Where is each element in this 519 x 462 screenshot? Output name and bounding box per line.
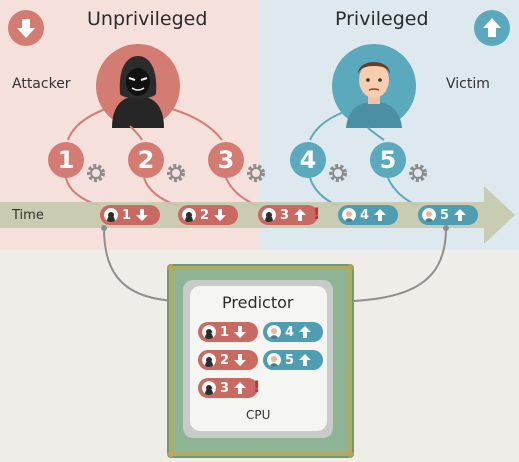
branch-number: 1 <box>220 324 230 340</box>
taken-up-arrow-icon <box>298 353 312 367</box>
attacker-face-icon <box>202 325 216 339</box>
branch-entry-5: 5 <box>418 205 478 225</box>
attacker-face-icon <box>262 208 276 222</box>
victim-face-icon <box>267 353 281 367</box>
branch-number: 4 <box>360 207 370 223</box>
gear-icon <box>167 164 185 182</box>
gear-icon <box>247 164 265 182</box>
attacker-label: Attacker <box>12 76 71 92</box>
taken-up-arrow-icon <box>293 208 307 222</box>
gear-icon <box>409 164 427 182</box>
branch-entry-2: 2 <box>178 205 238 225</box>
time-arrow <box>0 186 515 244</box>
branch-number: 3 <box>280 207 290 223</box>
branch-entry-2: 2 <box>198 350 258 370</box>
branch-entry-4: 4 <box>263 322 323 342</box>
branch-entry-4: 4 <box>338 205 398 225</box>
taken-up-arrow-icon <box>233 381 247 395</box>
attacker-avatar <box>96 44 180 128</box>
chip-pins <box>167 264 354 458</box>
victim-face-icon <box>267 325 281 339</box>
attacker-face-icon <box>182 208 196 222</box>
taken-up-arrow-icon <box>453 208 467 222</box>
step-3: 3 <box>208 142 244 178</box>
not-taken-down-arrow-icon <box>233 353 247 367</box>
down-arrow-icon <box>8 10 44 46</box>
victim-face-icon <box>422 208 436 222</box>
not-taken-down-arrow-icon <box>213 208 227 222</box>
not-taken-down-arrow-icon <box>233 325 247 339</box>
taken-up-arrow-icon <box>373 208 387 222</box>
step-1: 1 <box>48 142 84 178</box>
victim-face-icon <box>342 208 356 222</box>
victim-avatar <box>332 44 416 128</box>
up-arrow-icon <box>474 10 510 46</box>
step-5: 5 <box>370 142 406 178</box>
branch-entry-3: 3 <box>198 378 258 398</box>
taken-up-arrow-icon <box>298 325 312 339</box>
branch-entry-5: 5 <box>263 350 323 370</box>
branch-number: 5 <box>285 352 295 368</box>
branch-entry-3: 3 <box>258 205 318 225</box>
branch-number: 5 <box>440 207 450 223</box>
branch-number: 4 <box>285 324 295 340</box>
cpu-label: CPU <box>246 408 271 422</box>
mispredict-mark: ! <box>253 377 261 396</box>
attacker-face-icon <box>104 208 118 222</box>
branch-number: 2 <box>200 207 210 223</box>
attacker-face-icon <box>202 353 216 367</box>
attacker-face-icon <box>202 381 216 395</box>
branch-entry-1: 1 <box>100 205 160 225</box>
branch-number: 1 <box>122 207 132 223</box>
branch-number: 2 <box>220 352 230 368</box>
branch-number: 3 <box>220 380 230 396</box>
victim-label: Victim <box>446 76 490 92</box>
unprivileged-title: Unprivileged <box>87 8 208 30</box>
not-taken-down-arrow-icon <box>135 208 149 222</box>
predictor-title: Predictor <box>222 293 294 312</box>
branch-entry-1: 1 <box>198 322 258 342</box>
mispredict-mark: ! <box>313 204 321 223</box>
time-label: Time <box>12 208 44 223</box>
privileged-title: Privileged <box>335 8 429 30</box>
gear-icon <box>329 164 347 182</box>
step-2: 2 <box>128 142 164 178</box>
step-4: 4 <box>290 142 326 178</box>
gear-icon <box>87 164 105 182</box>
